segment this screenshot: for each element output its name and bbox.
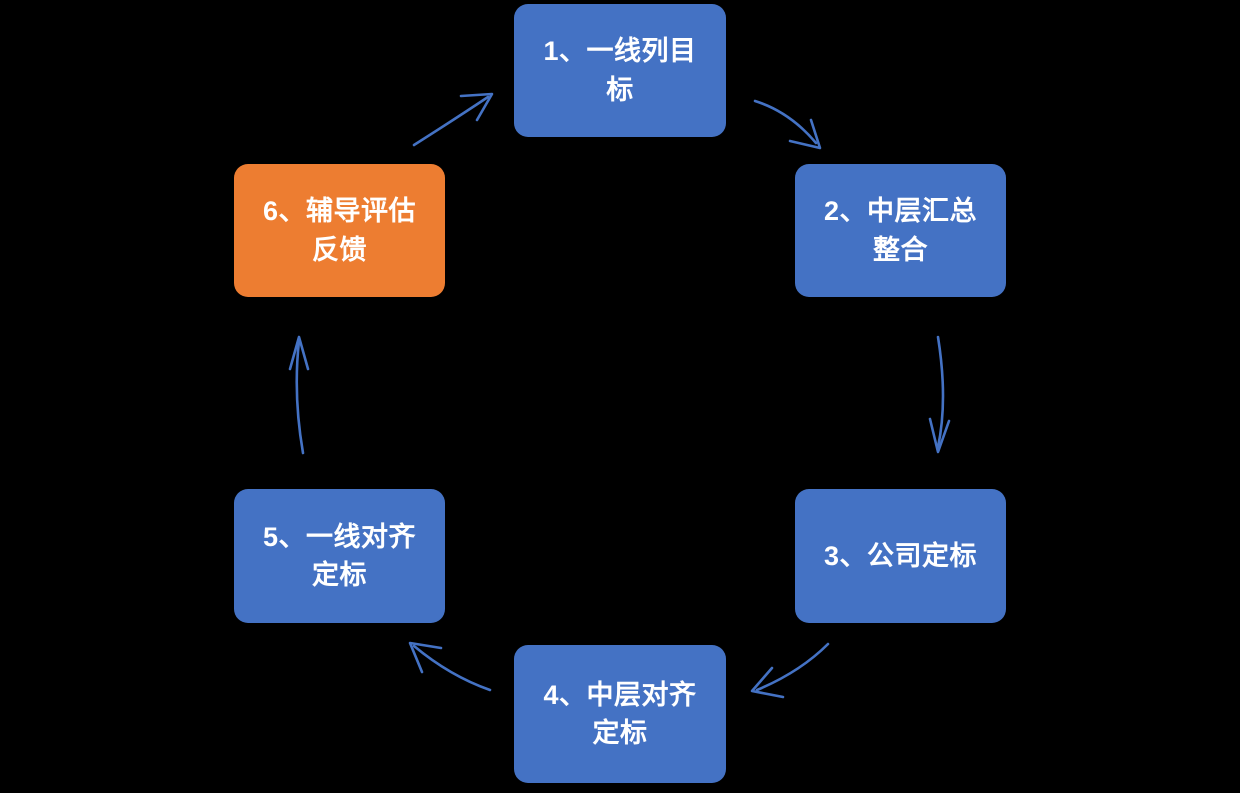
node-step-1-label: 1、一线列目标 bbox=[543, 36, 697, 105]
node-step-5[interactable]: 5、一线对齐定标 bbox=[234, 489, 445, 623]
node-step-5-label: 5、一线对齐定标 bbox=[262, 521, 417, 590]
node-step-3-label: 3、公司定标 bbox=[823, 540, 978, 571]
node-step-2-label: 2、中层汇总整合 bbox=[823, 196, 978, 265]
arrow-4-to-5 bbox=[408, 641, 492, 692]
node-step-4-label: 4、中层对齐定标 bbox=[543, 679, 697, 748]
node-step-6-label: 6、辅导评估反馈 bbox=[262, 196, 417, 265]
arrow-2-to-3 bbox=[928, 335, 951, 454]
node-step-3[interactable]: 3、公司定标 bbox=[795, 489, 1006, 623]
arrow-6-to-1 bbox=[412, 92, 494, 147]
node-step-1[interactable]: 1、一线列目标 bbox=[514, 4, 726, 137]
arrow-3-to-4 bbox=[750, 642, 830, 699]
arrow-5-to-6 bbox=[288, 335, 310, 455]
arrow-1-to-2 bbox=[753, 99, 822, 150]
node-step-6[interactable]: 6、辅导评估反馈 bbox=[234, 164, 445, 297]
node-step-2[interactable]: 2、中层汇总整合 bbox=[795, 164, 1006, 297]
node-step-4[interactable]: 4、中层对齐定标 bbox=[514, 645, 726, 783]
